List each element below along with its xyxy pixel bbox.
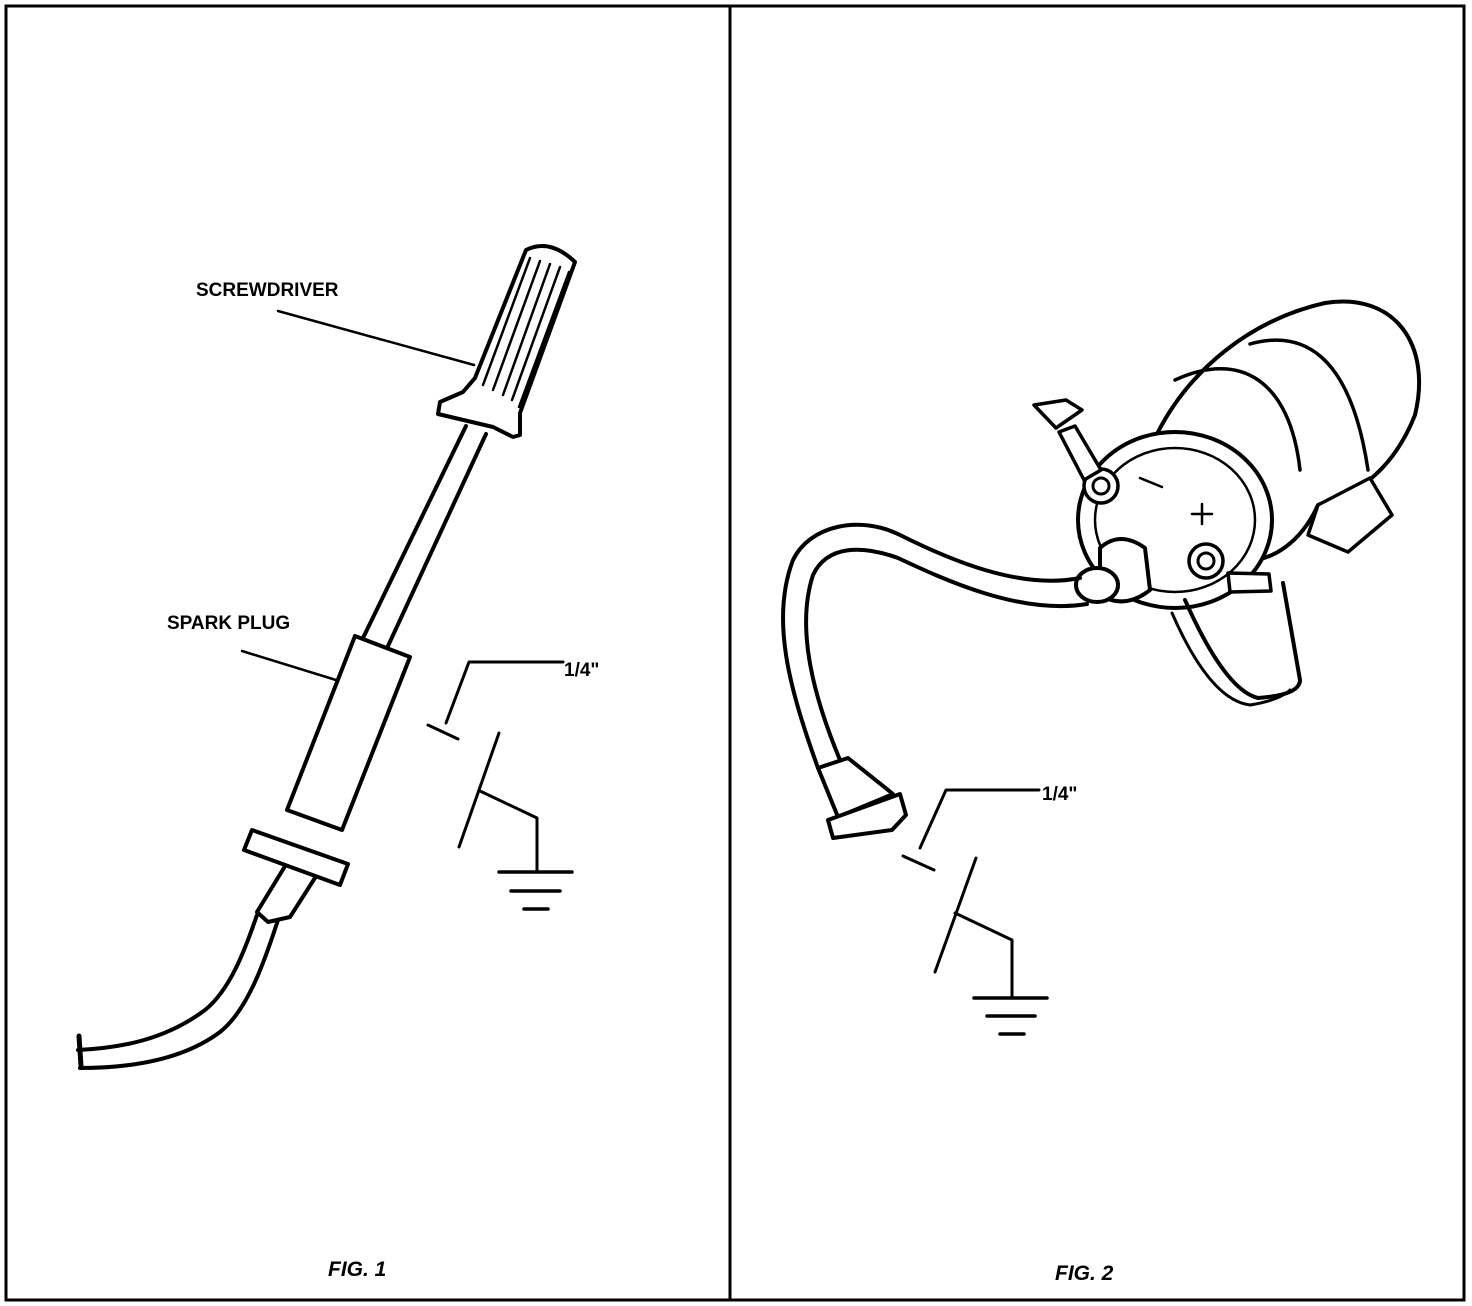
spark-plug-leader-line bbox=[240, 649, 338, 682]
screwdriver-label: SCREWDRIVER bbox=[196, 280, 339, 301]
fig1-gap-label: 1/4" bbox=[564, 660, 599, 681]
fig1-screwdriver-shaft bbox=[361, 424, 488, 648]
fig2-panel: 1/4" FIG. 2 bbox=[781, 299, 1421, 1285]
fig2-ignition-coil bbox=[1032, 299, 1421, 707]
fig1-ignition-wire bbox=[76, 913, 280, 1070]
fig1-gap-dimension: 1/4" bbox=[426, 660, 599, 741]
fig1-ground-symbol bbox=[457, 731, 574, 911]
fig2-ground-symbol bbox=[933, 856, 1049, 1036]
fig1-screwdriver-handle bbox=[436, 244, 577, 439]
fig2-gap-dimension: 1/4" bbox=[901, 784, 1077, 872]
fig2-high-tension-wire bbox=[781, 522, 1089, 840]
outer-border bbox=[4, 4, 1466, 1302]
spark-plug-label: SPARK PLUG bbox=[167, 613, 290, 634]
fig1-panel: SCREWDRIVER SPARK PLUG 1/4" FIG. 1 bbox=[76, 244, 599, 1281]
fig1-caption: FIG. 1 bbox=[328, 1258, 386, 1281]
fig2-gap-label: 1/4" bbox=[1042, 784, 1077, 805]
fig1-spark-plug-boot bbox=[242, 634, 412, 924]
fig2-caption: FIG. 2 bbox=[1055, 1262, 1114, 1285]
screwdriver-leader-line bbox=[276, 309, 476, 367]
